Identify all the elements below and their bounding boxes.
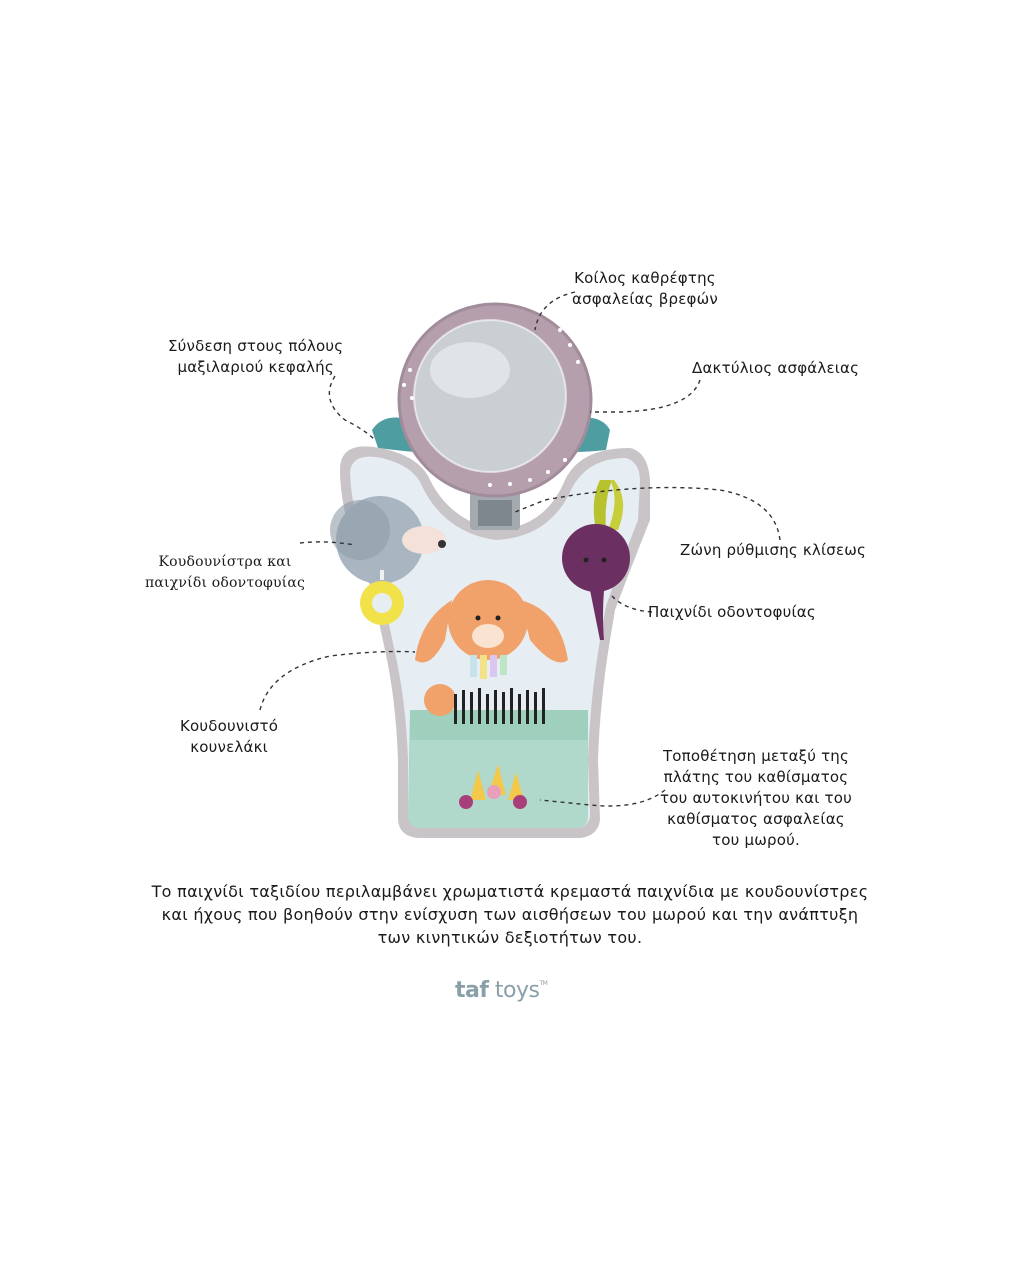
- leader-ring: [590, 379, 701, 413]
- brand-logo-part2: toys: [488, 978, 540, 1003]
- brand-logo-tm: TM: [539, 980, 548, 987]
- brand-logo-part1: taf: [455, 978, 489, 1003]
- beet-teether: [562, 480, 630, 640]
- bunny-rattle: [415, 580, 568, 679]
- hedgehog-rattle: [330, 496, 446, 625]
- leader-bunny: [259, 650, 416, 711]
- leader-headrest: [328, 375, 376, 441]
- label-teether: Παιχνίδι οδοντοφυίας: [648, 603, 816, 621]
- mirror: [397, 302, 593, 498]
- label-safety-ring: Δακτύλιος ασφάλειας: [692, 359, 860, 377]
- leader-lines: [259, 291, 781, 807]
- label-tilt-strap: Ζώνη ρύθμισης κλίσεως: [680, 541, 867, 559]
- label-placement: Τοποθέτηση μεταξύ της πλάτης του καθίσμα…: [660, 747, 852, 849]
- leader-teether: [611, 595, 653, 613]
- mat-pattern: [424, 684, 545, 809]
- brand-logo: taf toysTM: [455, 978, 565, 1003]
- product-description: Το παιχνίδι ταξιδίου περιλαμβάνει χρωματ…: [151, 882, 869, 947]
- leader-rattle: [299, 541, 356, 546]
